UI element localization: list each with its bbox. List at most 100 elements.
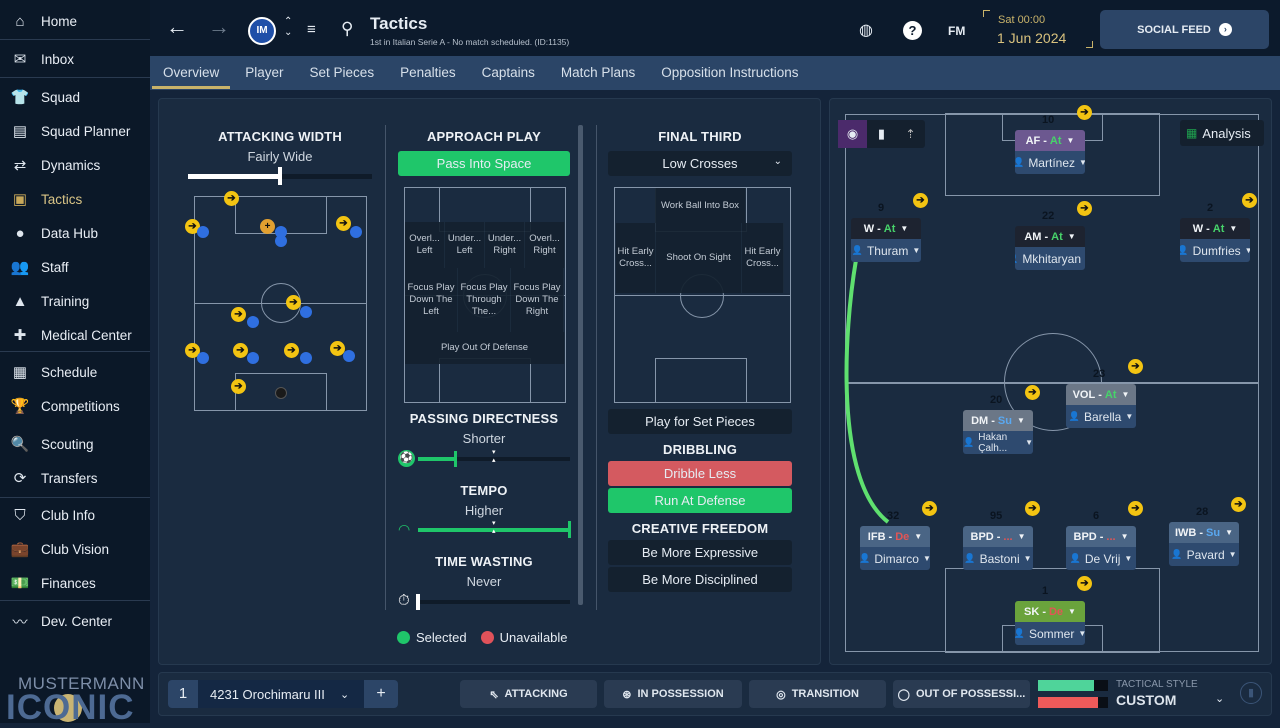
final-third-dropdown[interactable]: Low Crosses ⌄ [608, 151, 792, 176]
be-more-disciplined-button[interactable]: Be More Disciplined [608, 567, 792, 592]
sidebar-item-schedule[interactable]: ▦Schedule [0, 357, 150, 387]
tab-player[interactable]: Player [245, 65, 284, 80]
tactic-slot-number[interactable]: 1 [168, 680, 198, 708]
tab-opposition-instructions[interactable]: Opposition Instructions [661, 65, 799, 80]
player-card[interactable]: W-At▼👤Dumfries▼ [1180, 218, 1250, 262]
zone-hit-early-cross-left[interactable]: Hit Early Cross... [616, 223, 656, 293]
tab-captains[interactable]: Captains [481, 65, 535, 80]
tactic-selector[interactable]: 1 4231 Orochimaru III ⌄ + [168, 680, 398, 708]
tab-penalties[interactable]: Penalties [400, 65, 456, 80]
player-marker[interactable] [275, 387, 287, 399]
player-card[interactable]: IWB-Su▼👤Pavard▼ [1169, 522, 1239, 566]
play-for-set-pieces-button[interactable]: Play for Set Pieces [608, 409, 792, 434]
player-selector[interactable]: 👤Thuram▼ [851, 239, 921, 262]
player-marker[interactable] [300, 352, 312, 364]
player-selector[interactable]: 👤Martínez▼ [1015, 151, 1085, 174]
role-selector[interactable]: W-At▼ [851, 218, 921, 239]
role-selector[interactable]: DM-Su▼ [963, 410, 1033, 431]
stats-icon[interactable]: ▮ [1240, 682, 1262, 704]
in-possession-button[interactable]: ⊛IN POSSESSION [604, 680, 742, 708]
slider-handle[interactable] [454, 451, 457, 467]
player-card[interactable]: DM-Su▼👤Hakan Çalh...▼ [963, 410, 1033, 454]
approach-zone[interactable]: Focus Play Down The Right [511, 268, 564, 332]
player-card[interactable]: IFB-De▼👤Dimarco▼ [860, 526, 930, 570]
sidebar-item-inbox[interactable]: ✉Inbox [0, 44, 150, 74]
player-instruction-icon[interactable]: ➔ [1077, 201, 1092, 216]
club-switch-chevrons-icon[interactable]: ⌃⌄ [284, 16, 293, 38]
sidebar-item-transfers[interactable]: ⟳Transfers [0, 463, 150, 493]
club-badge-icon[interactable]: IM [248, 17, 276, 45]
tactical-style-value[interactable]: CUSTOM [1116, 692, 1177, 708]
player-selector[interactable]: 👤Dumfries▼ [1180, 239, 1250, 262]
fm-button[interactable]: FM [948, 24, 966, 38]
globe-icon[interactable]: ◍ [859, 22, 873, 39]
player-instruction-icon[interactable]: ➔ [1025, 501, 1040, 516]
role-selector[interactable]: AF-At▼ [1015, 130, 1085, 151]
player-instruction-icon[interactable]: ➔ [1128, 359, 1143, 374]
role-selector[interactable]: BPD-...▼ [1066, 526, 1136, 547]
date-continue[interactable]: Sat 00:00 1 Jun 2024 [983, 10, 1093, 48]
tab-match-plans[interactable]: Match Plans [560, 65, 636, 80]
player-instruction-icon[interactable]: ➔ [1128, 501, 1143, 516]
player-selector[interactable]: 👤Bastoni▼ [963, 547, 1033, 570]
time-wasting-slider[interactable] [416, 594, 570, 610]
player-card[interactable]: W-At▼👤Thuram▼ [851, 218, 921, 262]
transition-button[interactable]: ◎TRANSITION [749, 680, 886, 708]
chevron-down-icon[interactable]: ⌄ [340, 688, 350, 701]
tempo-slider[interactable]: ▾▴ [418, 520, 571, 538]
player-marker[interactable] [197, 226, 209, 238]
player-selector[interactable]: 👤Dimarco▼ [860, 547, 930, 570]
player-selector[interactable]: 👤Mkhitaryan▼ [1015, 247, 1085, 270]
player-marker[interactable] [300, 306, 312, 318]
scrollbar[interactable] [578, 125, 583, 605]
slider-handle[interactable] [278, 167, 282, 185]
player-selector[interactable]: 👤Barella▼ [1066, 405, 1136, 428]
player-selector[interactable]: 👤Sommer▼ [1015, 622, 1085, 645]
role-selector[interactable]: AM-At▼ [1015, 226, 1085, 247]
sidebar-item-data-hub[interactable]: ●Data Hub [0, 218, 150, 248]
tab-set-pieces[interactable]: Set Pieces [309, 65, 375, 80]
sidebar-item-scouting[interactable]: 🔍Scouting [0, 429, 150, 459]
chevron-down-icon[interactable]: ⌄ [1215, 693, 1225, 705]
be-more-expressive-button[interactable]: Be More Expressive [608, 540, 792, 565]
approach-zone[interactable]: Overl... Right [525, 222, 565, 268]
player-instruction-icon[interactable]: ➔ [913, 193, 928, 208]
player-marker[interactable] [247, 316, 259, 328]
sidebar-item-squad-planner[interactable]: ▤Squad Planner [0, 116, 150, 146]
player-selector[interactable]: 👤Hakan Çalh...▼ [963, 431, 1033, 454]
player-instruction-icon[interactable]: ➔ [1077, 105, 1092, 120]
slider-handle[interactable] [568, 521, 571, 538]
search-icon[interactable]: ⚲ [341, 19, 354, 38]
sidebar-item-home[interactable]: ⌂Home [0, 6, 150, 36]
player-card[interactable]: BPD-...▼👤De Vrij▼ [1066, 526, 1136, 570]
slider-handle[interactable] [416, 594, 420, 610]
sidebar-item-dev-center[interactable]: 〰Dev. Center [0, 606, 150, 636]
add-tactic-button[interactable]: + [364, 680, 398, 708]
player-view-icon[interactable]: ◉ [838, 120, 867, 148]
player-card[interactable]: AF-At▼👤Martínez▼ [1015, 130, 1085, 174]
help-icon[interactable]: ? [903, 21, 922, 40]
attacking-width-slider[interactable] [188, 167, 372, 185]
player-card[interactable]: VOL-At▼👤Barella▼ [1066, 384, 1136, 428]
approach-zone[interactable]: Focus Play Down The Left [405, 268, 458, 332]
role-selector[interactable]: IFB-De▼ [860, 526, 930, 547]
approach-zone[interactable]: Under... Left [445, 222, 485, 268]
sidebar-item-club-vision[interactable]: 💼Club Vision [0, 534, 150, 564]
pass-into-space-button[interactable]: Pass Into Space [398, 151, 570, 176]
forward-arrow-icon[interactable]: → [208, 14, 230, 39]
sidebar-item-competitions[interactable]: 🏆Competitions [0, 391, 150, 421]
sidebar-item-dynamics[interactable]: ⇄Dynamics [0, 150, 150, 180]
player-card[interactable]: SK-De▼👤Sommer▼ [1015, 601, 1085, 645]
role-selector[interactable]: SK-De▼ [1015, 601, 1085, 622]
player-marker[interactable] [247, 352, 259, 364]
sidebar-item-medical-center[interactable]: ✚Medical Center [0, 320, 150, 350]
player-marker[interactable] [275, 235, 287, 247]
passing-directness-slider[interactable]: ▾▴ [418, 449, 570, 467]
run-at-defense-button[interactable]: Run At Defense [608, 488, 792, 513]
sidebar-item-staff[interactable]: 👥Staff [0, 252, 150, 282]
sidebar-item-tactics[interactable]: ▣Tactics [0, 184, 150, 214]
role-selector[interactable]: IWB-Su▼ [1169, 522, 1239, 543]
sidebar-item-training[interactable]: ▲Training [0, 286, 150, 316]
zone-play-out-of-defense[interactable]: Play Out Of Defense [405, 332, 565, 364]
sidebar-item-squad[interactable]: 👕Squad [0, 82, 150, 112]
